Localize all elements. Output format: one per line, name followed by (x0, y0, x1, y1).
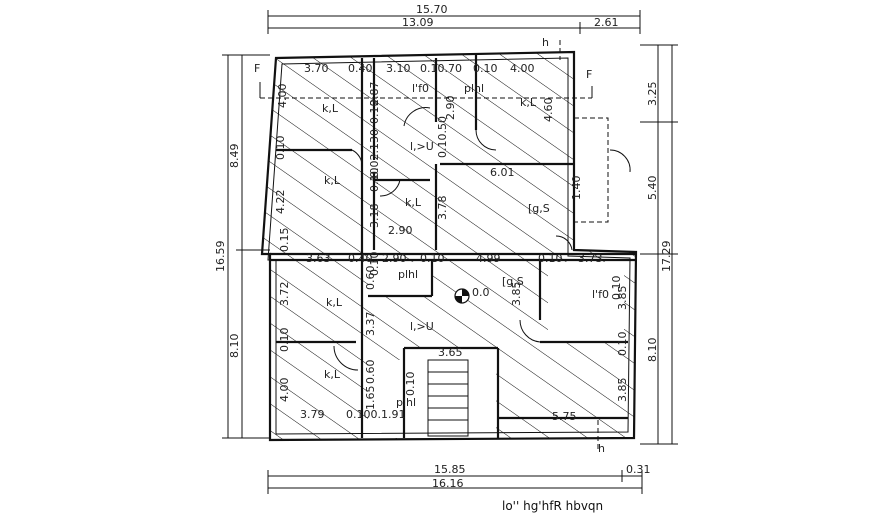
dim-inner-g: 0.02.130 (368, 129, 381, 178)
room-living-lower: [g,S (502, 275, 524, 288)
dim-bottom-b: 0.31 (626, 463, 651, 476)
dim-inner-j: 4.22 (274, 190, 287, 215)
dim-inner-l: 0.10 (368, 168, 381, 193)
dim-upper-2: 3.10 (386, 62, 411, 75)
right-dimension-chain: 3.25 5.40 8.10 17.29 (640, 44, 678, 445)
dim-inner-al: 5.75 (552, 410, 577, 423)
dim-right-c: 8.10 (646, 338, 659, 363)
dim-inner-e: 0.10 (368, 100, 381, 125)
section-mark-bottom: h (598, 442, 605, 455)
section-mark-top: h (542, 36, 549, 49)
dim-inner-aj: 3.79 (300, 408, 325, 421)
dim-inner-ai: 3.85 (616, 378, 629, 403)
dim-inner-o: 1.40 (570, 176, 583, 201)
room-bed-top-right: k,L (520, 96, 537, 109)
top-dimension-chain: 15.70 13.09 2.61 (267, 3, 641, 34)
dim-inner-v: 0.10 (538, 252, 563, 265)
dim-inner-b: 2.87 (368, 82, 381, 107)
section-mark-right: F (586, 68, 592, 81)
dim-upper-1: 0.40 (348, 62, 373, 75)
dim-top-total: 15.70 (416, 3, 448, 16)
dim-inner-f: 0.10 (274, 136, 287, 161)
staircase (427, 359, 469, 437)
dim-inner-r: 0.40 (348, 252, 373, 265)
dim-bottom-a: 15.85 (434, 463, 466, 476)
room-bed-small: k,L (405, 196, 422, 209)
dim-top-b: 2.61 (594, 16, 619, 29)
dim-inner-c: 2.90 (444, 96, 457, 121)
dim-inner-y: 3.72 (278, 282, 291, 307)
dim-top-a: 13.09 (402, 16, 434, 29)
dim-inner-ae: 3.65 (438, 346, 463, 359)
dim-inner-t: 0.10 (420, 252, 445, 265)
upper-row-dims: 3.70 0.40 3.10 0.10.70 0.10 4.00 (304, 62, 535, 75)
room-bed-bottom-left: k,L (324, 368, 341, 381)
section-line-h: h h (542, 36, 605, 455)
dim-inner-s: 2.90 (382, 252, 407, 265)
dim-inner-am: 0.10 (610, 276, 623, 301)
dim-upper-4: 0.10 (473, 62, 498, 75)
dim-inner-ao: 0.10 (404, 372, 417, 397)
room-lobby-upper: l,>U (410, 140, 434, 153)
room-bath-lower: plhl (398, 268, 418, 281)
room-labels: k,L l'f0 plhl k,L l,>U k,L k,L [g,S plhl… (322, 82, 609, 409)
dim-inner-ah: 1.65 (364, 386, 377, 411)
dim-inner-m: 3.78 (436, 196, 449, 221)
dim-inner-ab: 3.85 (616, 286, 629, 311)
dim-inner-i: 6.01 (490, 166, 515, 179)
section-mark-left: F (254, 62, 260, 75)
dim-right-a: 3.25 (646, 82, 659, 107)
dim-left-upper: 8.49 (228, 144, 241, 169)
room-bed-mid-left: k,L (324, 174, 341, 187)
room-bath-top: plhl (464, 82, 484, 95)
drawing-caption: lo'' hg'hfR hbvqn (502, 499, 603, 513)
dim-inner-w: 3.73 (578, 252, 603, 265)
dim-inner-an: 0.10 (368, 252, 381, 277)
dim-inner-h: 0.10.50 (436, 116, 449, 158)
dim-inner-x: 0.60 (364, 266, 377, 291)
dim-left-total: 16.59 (214, 241, 227, 273)
bottom-dimension-chain: 15.85 0.31 16.16 (267, 463, 651, 494)
level-marker: 0.0 (454, 286, 490, 304)
dim-right-total: 17.29 (660, 241, 673, 273)
dim-inner-d: 4.60 (542, 98, 555, 123)
dim-inner-p: 0.15 (278, 228, 291, 253)
room-bath-bottom: plhl (396, 396, 416, 409)
dim-inner-n: 2.90 (388, 224, 413, 237)
dim-upper-5: 4.00 (510, 62, 535, 75)
dim-inner-a: 4.00 (276, 84, 289, 109)
dim-bottom-total: 16.16 (432, 477, 464, 490)
room-bed-lower-left: k,L (326, 296, 343, 309)
dim-inner-q: 3.63 (306, 252, 331, 265)
room-bed-top-left: k,L (322, 102, 339, 115)
dim-inner-ac: 0.10 (278, 328, 291, 353)
dim-upper-0: 3.70 (304, 62, 329, 75)
dim-upper-3: 0.10.70 (420, 62, 462, 75)
dim-inner-k: 3.18 (368, 204, 381, 229)
dim-inner-aa: 3.37 (364, 312, 377, 337)
dim-inner-af: 4.00 (278, 378, 291, 403)
dim-inner-u: 4.99 (476, 252, 501, 265)
dim-inner-ak: 0.100.1.91 (346, 408, 405, 421)
building-outline (260, 50, 638, 442)
room-lobby-lower: l,>U (410, 320, 434, 333)
room-kitchen-lower: l'f0 (592, 288, 609, 301)
dim-inner-z: 3.85 (510, 282, 523, 307)
dim-inner-ad: 0.10 (616, 332, 629, 357)
dim-right-b: 5.40 (646, 176, 659, 201)
level-value: 0.0 (472, 286, 490, 299)
room-living-upper: [g,S (528, 202, 550, 215)
dim-inner-ag: 0.60 (364, 360, 377, 385)
room-kitchen-top: l'f0 (412, 82, 429, 95)
inner-dimensions: 4.00 2.87 2.90 4.60 0.10 0.10 0.02.130 0… (274, 82, 629, 424)
dim-left-lower: 8.10 (228, 334, 241, 359)
section-line-f: F F (254, 62, 593, 99)
